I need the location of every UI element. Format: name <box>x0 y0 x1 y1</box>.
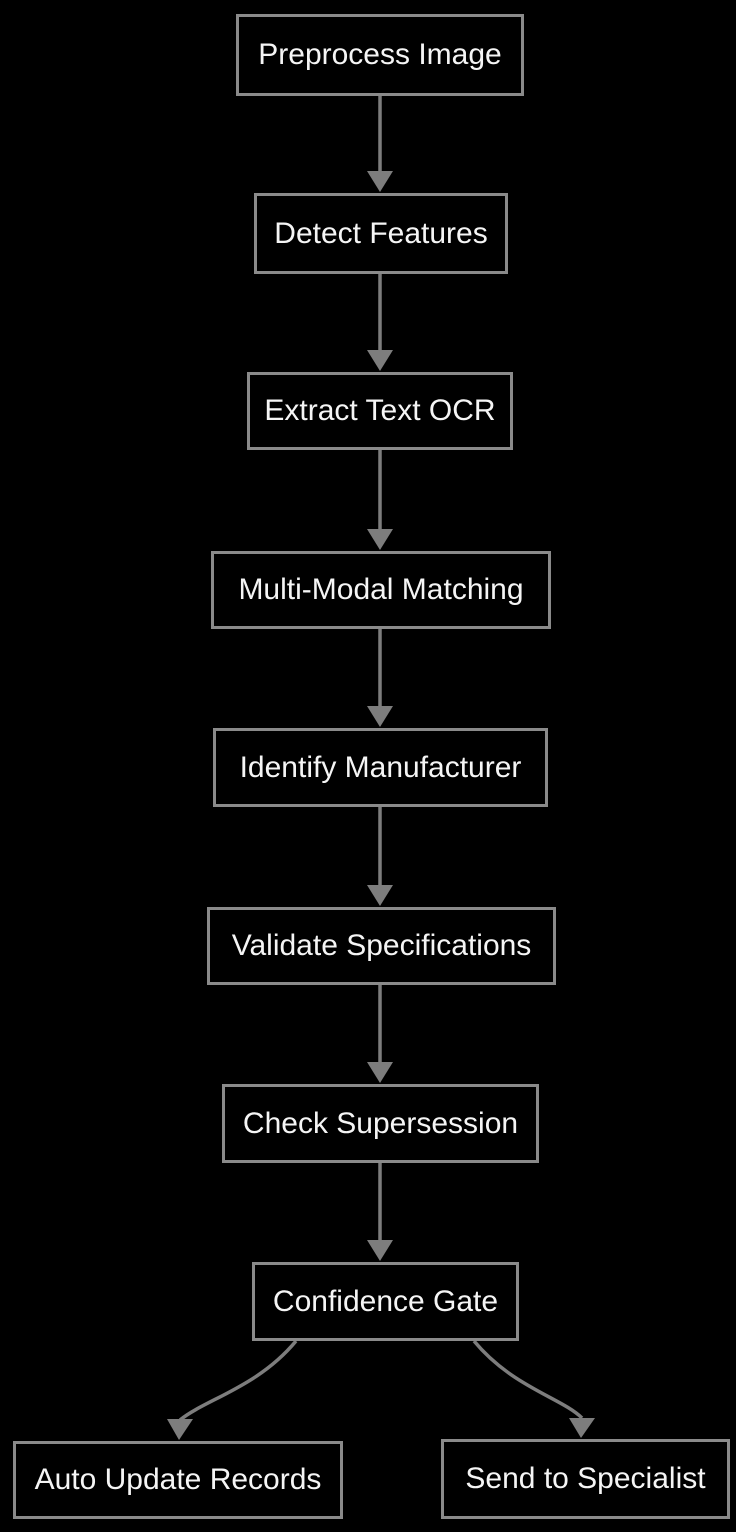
node-label: Confidence Gate <box>272 1284 499 1318</box>
edge-validate-to-check <box>367 985 393 1083</box>
node-check-supersession: Check Supersession <box>222 1084 539 1163</box>
edge-preprocess-to-detect <box>367 96 393 192</box>
node-label: Multi-Modal Matching <box>238 573 524 606</box>
edge-extract-to-multimodal <box>367 450 393 550</box>
node-validate-specifications: Validate Specifications <box>207 907 556 985</box>
node-label: Detect Features <box>274 216 488 250</box>
node-label: Extract Text OCR <box>264 394 496 427</box>
node-identify-manufacturer: Identify Manufacturer <box>213 728 548 807</box>
node-send-to-specialist: Send to Specialist <box>441 1439 730 1519</box>
node-label: Auto Update Records <box>34 1463 322 1496</box>
node-label: Preprocess Image <box>258 38 502 71</box>
node-label: Send to Specialist <box>465 1462 706 1495</box>
edge-multimodal-to-identify <box>367 629 393 727</box>
edge-identify-to-validate <box>367 807 393 906</box>
edge-check-to-confidence <box>367 1163 393 1261</box>
node-label: Check Supersession <box>242 1106 519 1140</box>
edge-confidence-to-specialist <box>472 1339 595 1438</box>
node-multi-modal-matching: Multi-Modal Matching <box>211 551 551 629</box>
node-confidence-gate: Confidence Gate <box>252 1262 519 1341</box>
node-preprocess-image: Preprocess Image <box>236 14 524 96</box>
node-label: Identify Manufacturer <box>239 750 522 784</box>
node-extract-text-ocr: Extract Text OCR <box>247 372 513 450</box>
node-label: Validate Specifications <box>231 929 532 962</box>
node-auto-update-records: Auto Update Records <box>13 1441 343 1519</box>
edge-confidence-to-auto-update <box>167 1339 298 1440</box>
node-detect-features: Detect Features <box>254 193 508 274</box>
edge-detect-to-extract <box>367 274 393 371</box>
